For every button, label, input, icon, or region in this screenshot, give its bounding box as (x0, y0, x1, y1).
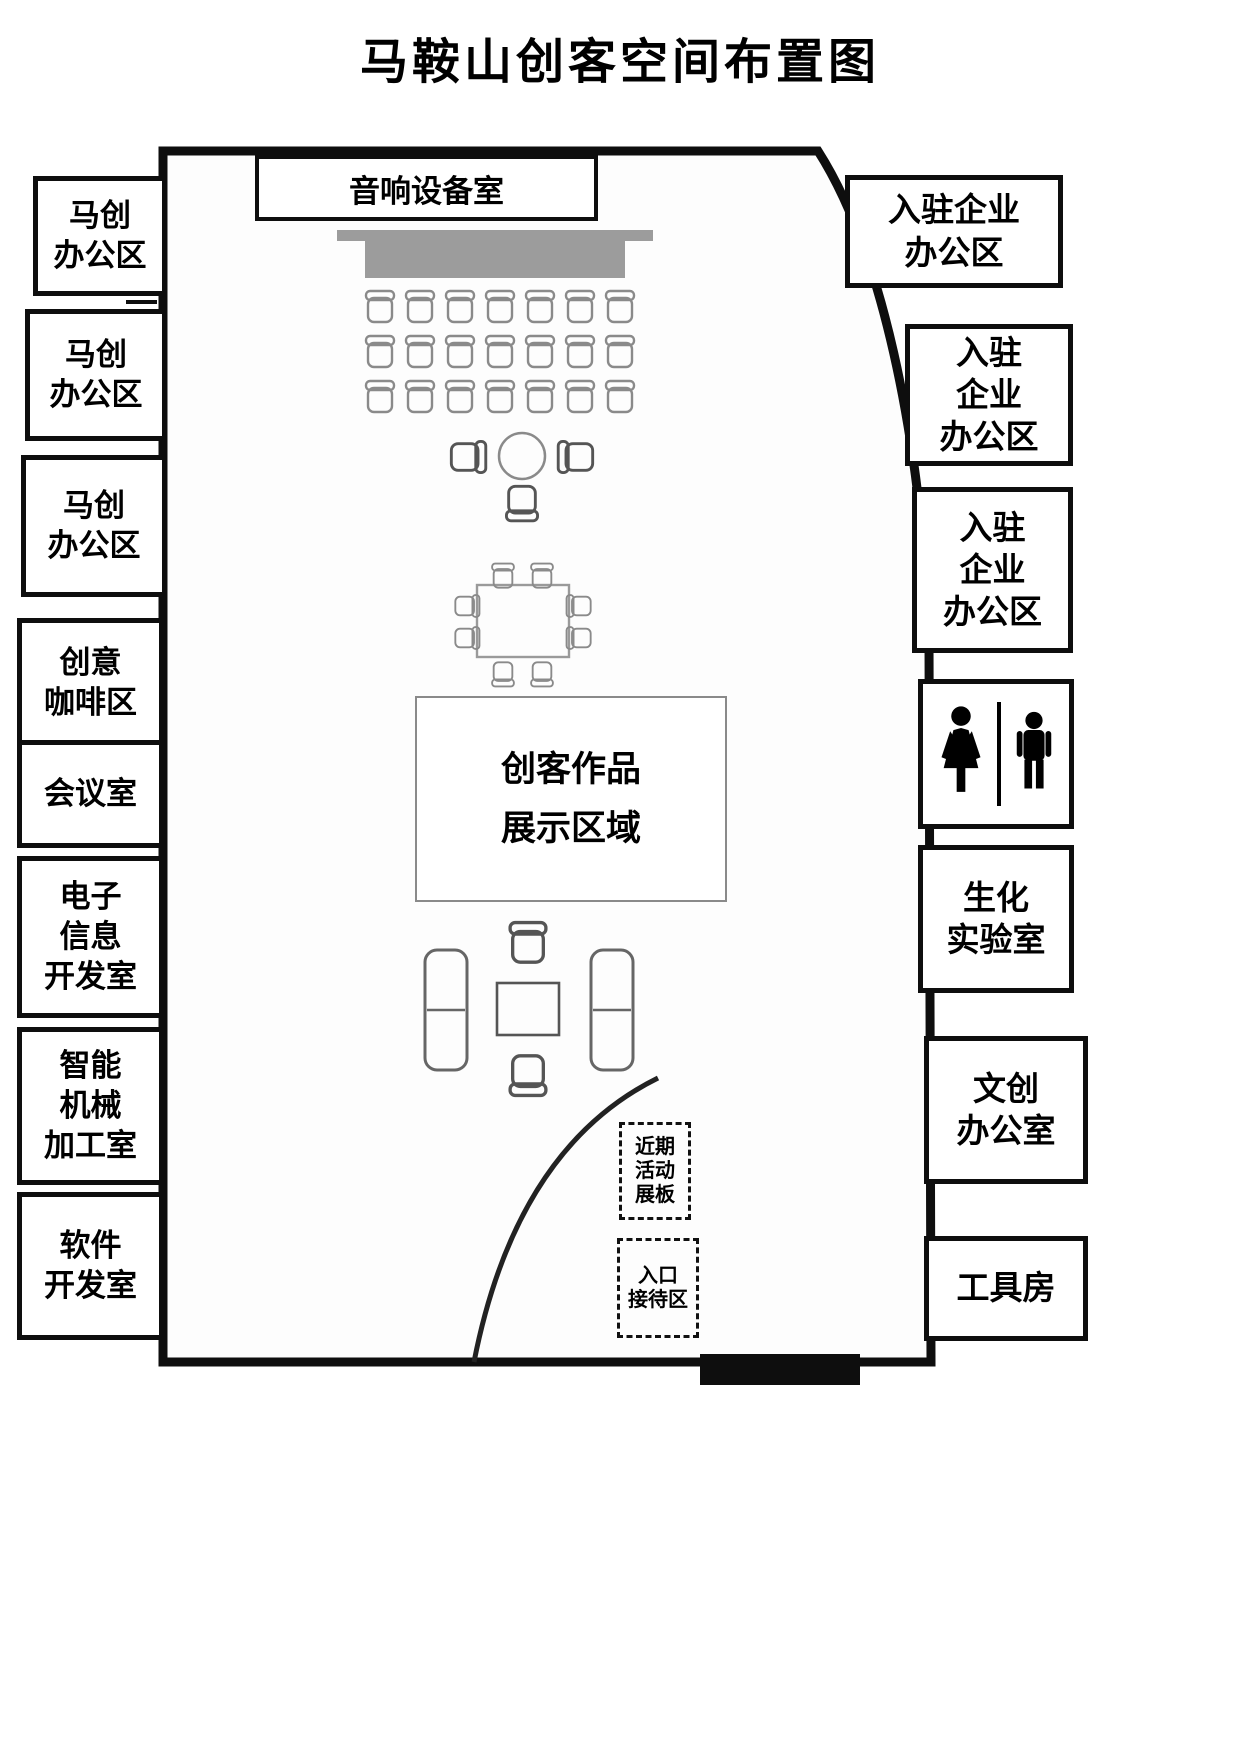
restroom-divider (997, 702, 1001, 806)
room-creative-coffee: 创意 咖啡区 (17, 618, 164, 748)
sofa-group (423, 920, 635, 1098)
zone-entrance-reception: 入口 接待区 (617, 1238, 699, 1338)
room-software-dev: 软件 开发室 (17, 1192, 164, 1340)
room-machuang-office-2: 马创 办公区 (25, 309, 167, 441)
room-cultural-office: 文创 办公室 (924, 1036, 1088, 1184)
female-icon (941, 706, 981, 792)
male-icon (1016, 711, 1052, 789)
room-audio-equipment: 音响设备室 (255, 155, 598, 221)
room-tenant-office-1: 入驻企业 办公区 (845, 175, 1063, 288)
room-tenant-office-3: 入驻 企业 办公区 (912, 487, 1073, 653)
zone-maker-display-area: 创客作品 展示区域 (415, 696, 727, 902)
restroom-icons (923, 684, 1069, 824)
room-smart-machining: 智能 机械 加工室 (17, 1027, 164, 1185)
round-table-group (449, 431, 595, 523)
door-arc (471, 1075, 660, 1363)
room-electronics-dev: 电子 信息 开发室 (17, 856, 164, 1018)
room-meeting: 会议室 (17, 740, 164, 848)
room-tool-house: 工具房 (924, 1236, 1088, 1341)
entrance-door (700, 1354, 860, 1385)
room-biochem-lab: 生化 实验室 (918, 845, 1074, 993)
room-tenant-office-2: 入驻 企业 办公区 (905, 324, 1073, 466)
room-restroom (918, 679, 1074, 829)
page-title: 马鞍山创客空间布置图 (359, 36, 880, 89)
conference-table-group (454, 562, 592, 688)
stage (337, 230, 653, 278)
room-machuang-office-3: 马创 办公区 (21, 455, 167, 597)
room-machuang-office-1: 马创 办公区 (33, 176, 167, 296)
zone-activity-board: 近期 活动 展板 (619, 1122, 691, 1220)
